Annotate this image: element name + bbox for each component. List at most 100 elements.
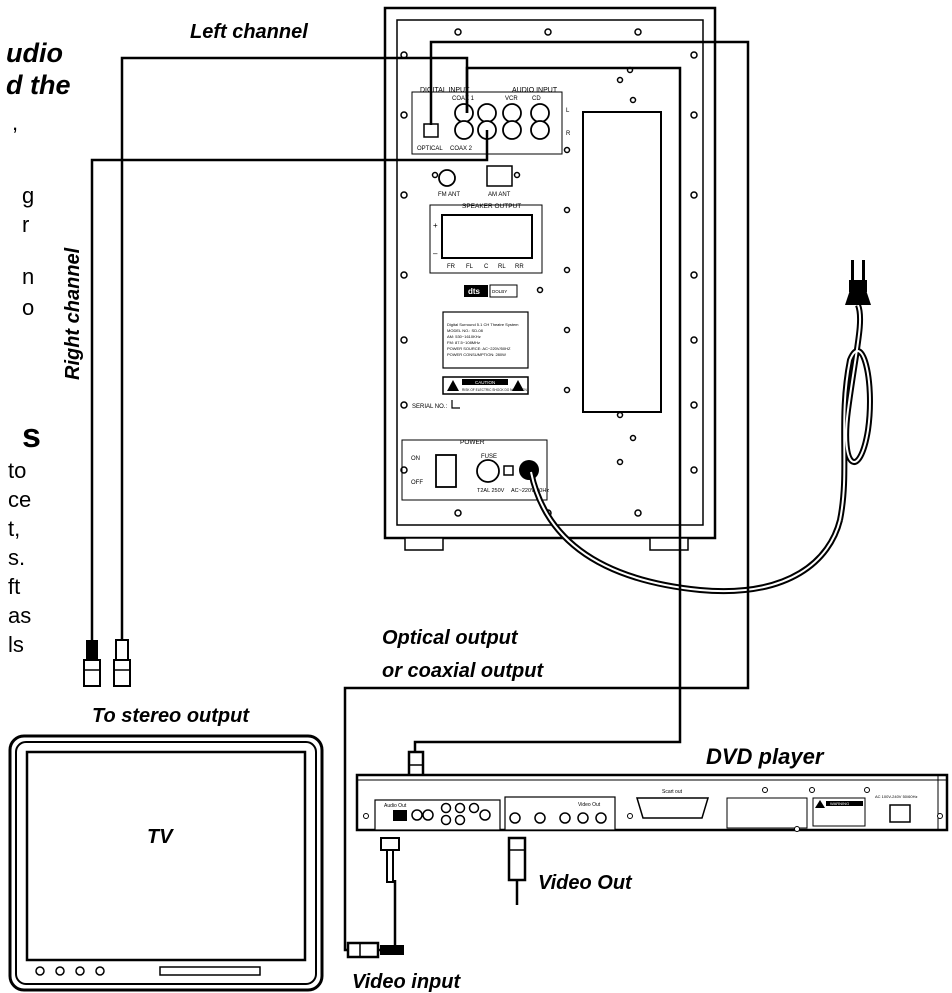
text-fragment: t, <box>8 516 20 541</box>
text-fragment: , <box>12 110 18 135</box>
panel-screws <box>400 28 698 517</box>
cabinet-foot <box>404 537 444 551</box>
speaker-terminal <box>441 214 533 259</box>
tv-unit <box>8 734 324 992</box>
video-input-label: Video input <box>352 971 461 993</box>
text-fragment: n <box>22 264 34 289</box>
audio-input-label: AUDIO INPUT <box>512 87 558 94</box>
vcr-label: VCR <box>505 96 518 102</box>
serial-no-label: SERIAL NO.: <box>412 404 447 410</box>
dvd-screws <box>363 787 943 832</box>
spec-line: Digital Surround 5.1 CH Theatre System <box>447 322 519 327</box>
text-fragment: to <box>8 458 26 483</box>
spec-line: FM: 87.5~108MHz <box>447 340 480 345</box>
dvd-power-rating: AC 100V-240V 50/60Hz <box>875 794 917 799</box>
optical-label: OPTICAL <box>417 146 443 152</box>
power-cord-inlet[interactable] <box>519 460 539 480</box>
power-block <box>401 439 548 501</box>
dvd-player-label: DVD player <box>706 744 825 769</box>
am-antenna-jack[interactable] <box>486 165 513 187</box>
audio-out-label: Audio Out <box>384 803 407 809</box>
text-fragment: d the <box>6 70 71 100</box>
cabinet-foot <box>649 537 689 551</box>
spec-plate <box>442 311 529 369</box>
text-fragment: as <box>8 603 31 628</box>
power-on-label: ON <box>411 456 420 462</box>
text-fragment: ce <box>8 487 31 512</box>
fuse-rating: T2AL 250V <box>477 488 505 494</box>
ac-rating: AC~220V/50Hz <box>511 488 549 494</box>
tv-label: TV <box>147 826 174 848</box>
speaker-channel: RR <box>515 264 524 270</box>
optical-out-jack[interactable] <box>393 810 407 821</box>
speaker-channel: FR <box>447 264 456 270</box>
spec-line: POWER CONSUMPTION: 280W <box>447 352 506 357</box>
power-plug-icon <box>845 260 871 305</box>
warning-triangle-icon <box>512 380 524 391</box>
dvd-video-jacks <box>509 812 607 824</box>
rca-plug-pair <box>83 639 131 687</box>
vent-slot <box>582 111 662 413</box>
dvd-audio-jacks <box>411 802 491 826</box>
spec-line: MODEL NO.: SD-08 <box>447 328 484 333</box>
fm-antenna-jack[interactable] <box>438 169 456 187</box>
video-out-panel <box>504 796 616 831</box>
video-out-panel-label: Video Out <box>578 802 601 808</box>
text-fragment: o <box>22 295 34 320</box>
audio-plug <box>380 837 400 883</box>
optical-output-label: Optical output <box>382 627 519 649</box>
tv-button <box>55 966 65 976</box>
to-stereo-output-label: To stereo output <box>92 705 250 727</box>
l-label: L <box>566 108 570 114</box>
caution-title: CAUTION <box>475 380 495 385</box>
scart-connector <box>635 797 710 819</box>
speaker-channel: C <box>484 264 489 270</box>
scart-out-label: Scart out <box>662 789 683 795</box>
dvd-power-inlet[interactable] <box>889 804 911 823</box>
spec-line: POWER SOURCE: AC~220V/50HZ <box>447 346 511 351</box>
tv-screen <box>25 750 307 962</box>
power-off-label: OFF <box>411 480 423 486</box>
ac-socket-small <box>503 465 514 476</box>
spec-line: AM: 530~1610KHz <box>447 334 481 339</box>
digital-input-label: DIGITAL INPUT <box>420 87 470 94</box>
caution-banner <box>462 379 508 385</box>
r-label: R <box>566 131 571 137</box>
left-channel-label: Left channel <box>190 21 308 43</box>
power-label: POWER <box>460 439 485 446</box>
text-fragment: r <box>22 212 29 237</box>
video-plug <box>507 836 527 882</box>
tv-button <box>75 966 85 976</box>
left-text-column: udio d the , g r n o s to ce t, s. ft as… <box>6 38 71 657</box>
cd-label: CD <box>532 96 541 102</box>
dvd-warning-text: WARNING <box>830 801 849 806</box>
right-channel-label: Right channel <box>62 247 84 380</box>
power-cord <box>528 303 873 595</box>
speaker-channel: FL <box>466 264 474 270</box>
spec-plate-lines: Digital Surround 5.1 CH Theatre System M… <box>447 322 519 357</box>
dts-logo-text: dts <box>468 287 481 296</box>
speaker-plus: + <box>433 221 438 230</box>
subwoofer-unit: DIGITAL INPUT COAX 1 OPTICAL COAX 2 AUDI… <box>383 6 717 551</box>
power-switch[interactable] <box>435 454 457 488</box>
diagram-labels: Left channel Right channel Optical outpu… <box>62 21 825 993</box>
video-out-label: Video Out <box>538 872 633 894</box>
text-fragment: s <box>22 417 41 455</box>
tv-button <box>35 966 45 976</box>
text-fragment: ft <box>8 574 20 599</box>
text-fragment: ls <box>8 632 24 657</box>
dolby-logo <box>489 284 518 298</box>
fuse-label: FUSE <box>481 454 497 460</box>
optical-jack[interactable] <box>423 123 439 138</box>
video-input-plug <box>346 941 404 959</box>
coaxial-output-label: or coaxial output <box>382 660 544 682</box>
dts-logo <box>464 285 488 297</box>
rca-jacks <box>454 103 550 140</box>
dvd-player-unit: Audio Out Video Out Scart out WARNING AC… <box>355 773 949 832</box>
caution-text: RISK OF ELECTRIC SHOCK DO NOT OPEN <box>462 388 527 392</box>
coax1-label: COAX 1 <box>452 96 475 102</box>
speaker-output-block <box>429 204 543 274</box>
speaker-minus: – <box>433 249 438 258</box>
fuse-holder[interactable] <box>476 459 500 483</box>
